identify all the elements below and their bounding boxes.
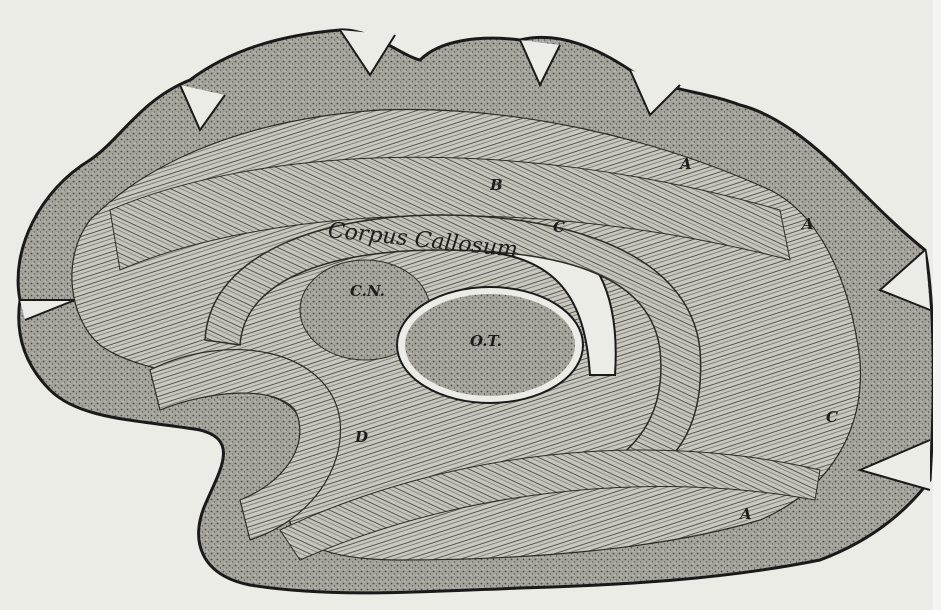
label-b: B xyxy=(490,176,503,194)
label-d: D xyxy=(355,428,368,446)
label-a-bottom: A xyxy=(740,505,752,523)
cn-label: C.N. xyxy=(350,282,385,300)
ot-label: O.T. xyxy=(470,332,502,350)
label-c: C xyxy=(553,218,565,236)
label-a-right: A xyxy=(802,215,814,233)
label-a-top: A xyxy=(680,155,692,173)
page-edge xyxy=(933,0,941,610)
label-c-right: C xyxy=(826,408,838,426)
